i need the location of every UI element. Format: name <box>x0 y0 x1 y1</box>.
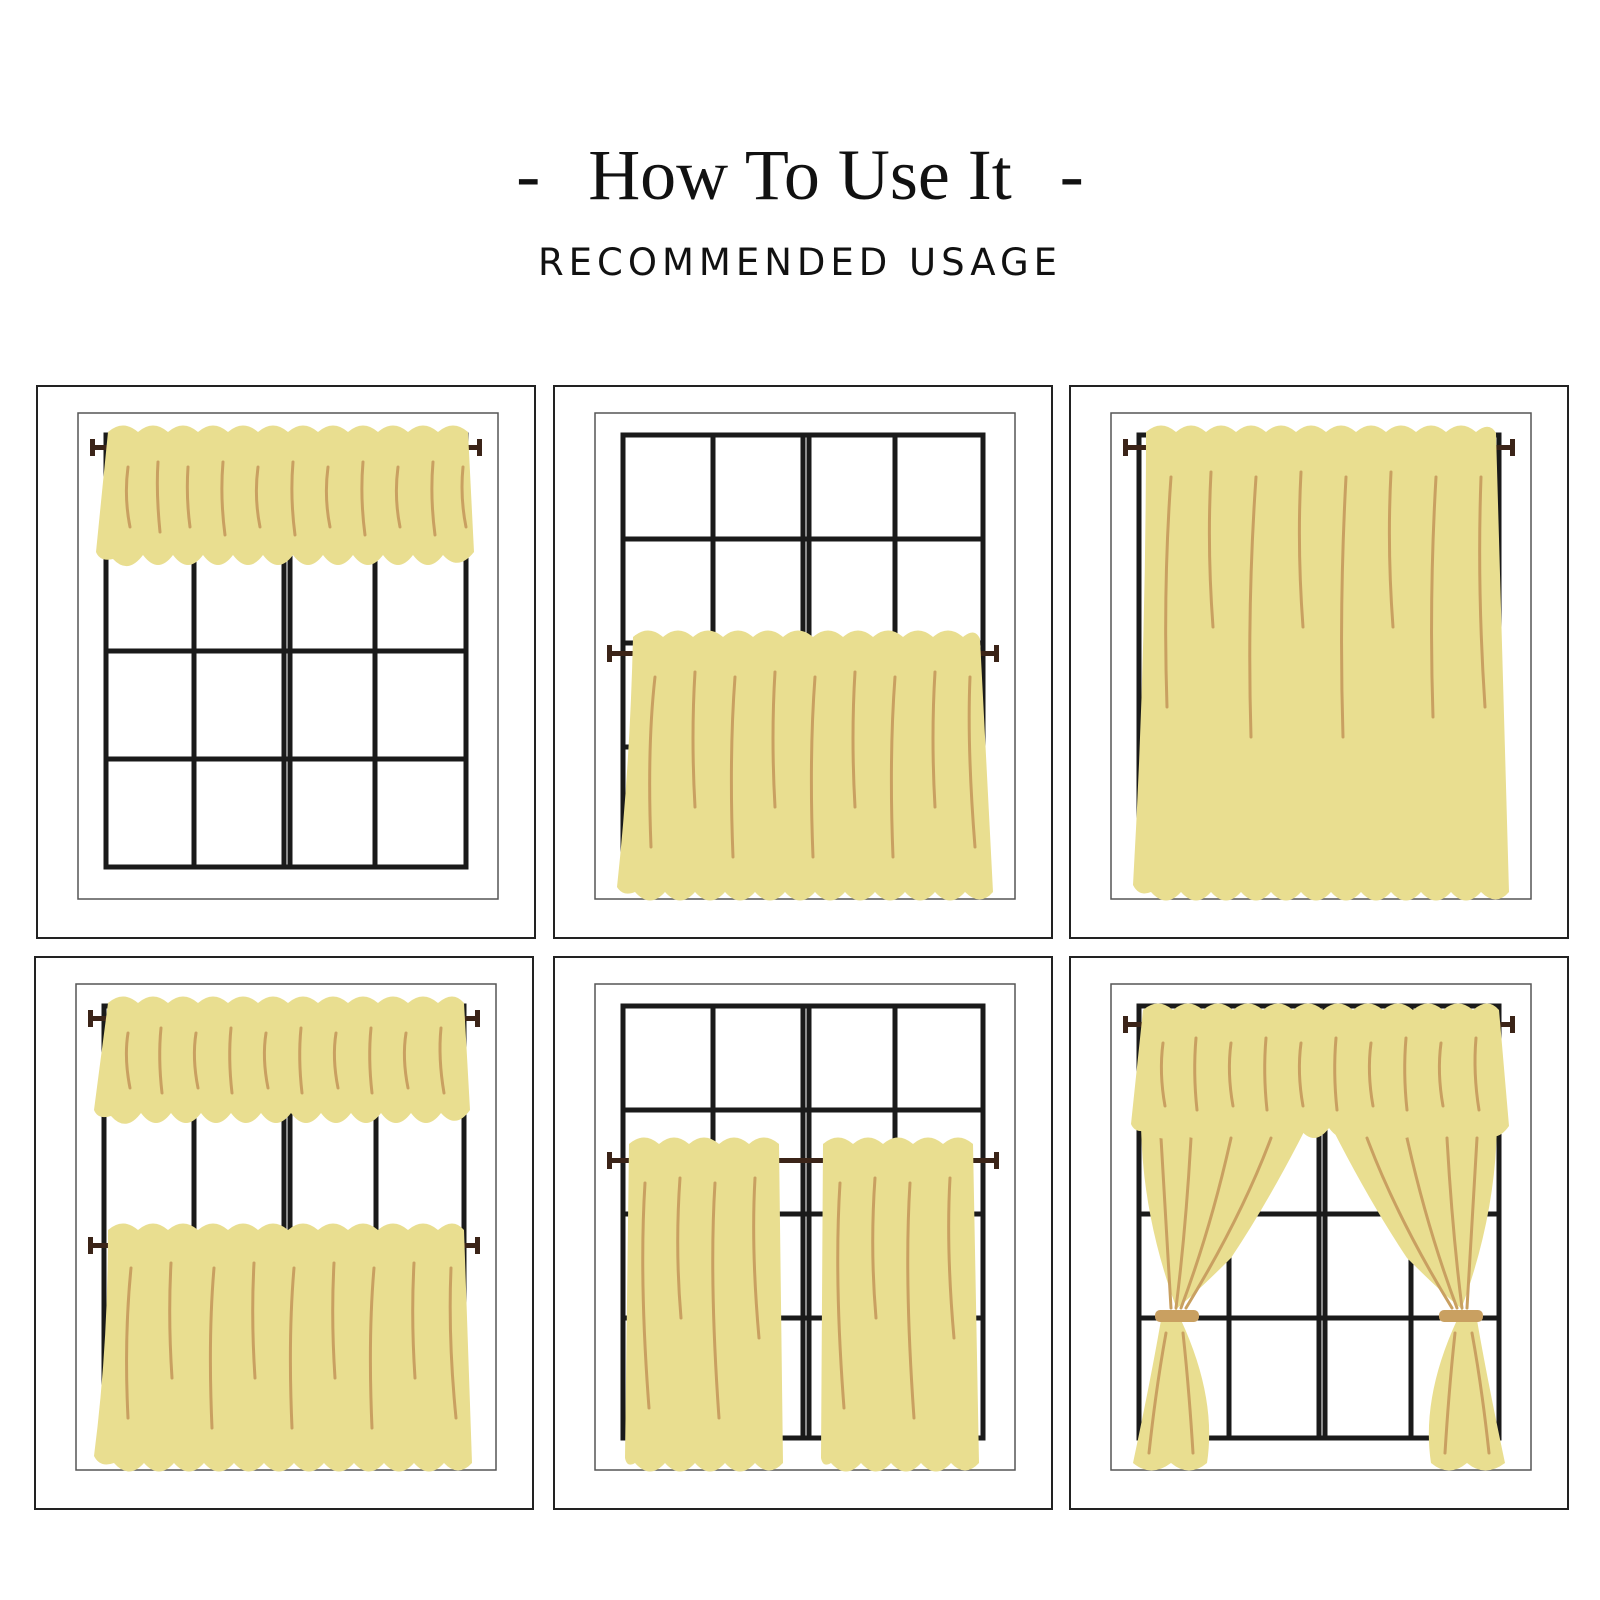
page-subtitle: RECOMMENDED USAGE <box>537 241 1063 284</box>
valance-tier-illustration <box>75 983 497 1472</box>
usage-panel-two-tiers <box>553 956 1053 1510</box>
full-panel-illustration <box>1110 412 1532 901</box>
curtain-rod <box>607 1152 999 1169</box>
wall-frame <box>594 983 1016 1471</box>
full-length-curtain <box>1133 425 1509 901</box>
title-dash-left: - <box>516 135 541 215</box>
tier-curtain <box>94 1223 472 1472</box>
page-title: -How To Use It- <box>0 130 1600 220</box>
usage-panel-valance-tier <box>34 956 534 1510</box>
valance-curtain <box>1131 1003 1509 1139</box>
tier-illustration <box>594 412 1016 901</box>
wall-frame <box>77 412 499 900</box>
left-drape-curtain <box>1133 1118 1311 1471</box>
valance-drapes-illustration <box>1110 983 1532 1471</box>
title-dash-right: - <box>1059 135 1084 215</box>
tier-curtain <box>617 630 993 901</box>
title-text: How To Use It <box>588 135 1012 215</box>
usage-panel-full <box>1069 385 1569 939</box>
valance-curtain <box>96 425 474 567</box>
usage-panel-valance-drapes <box>1069 956 1569 1510</box>
usage-panel-valance <box>36 385 536 939</box>
right-tier-curtain <box>821 1137 979 1472</box>
usage-panel-tier <box>553 385 1053 939</box>
two-tiers-illustration <box>594 983 1016 1472</box>
valance-illustration <box>77 412 499 900</box>
right-drape-curtain <box>1327 1118 1505 1471</box>
right-tieback <box>1439 1310 1483 1322</box>
valance-curtain <box>94 996 470 1124</box>
wall-frame <box>1110 983 1532 1471</box>
left-tier-curtain <box>625 1137 783 1472</box>
wall-frame <box>75 983 497 1471</box>
left-tieback <box>1155 1310 1199 1322</box>
